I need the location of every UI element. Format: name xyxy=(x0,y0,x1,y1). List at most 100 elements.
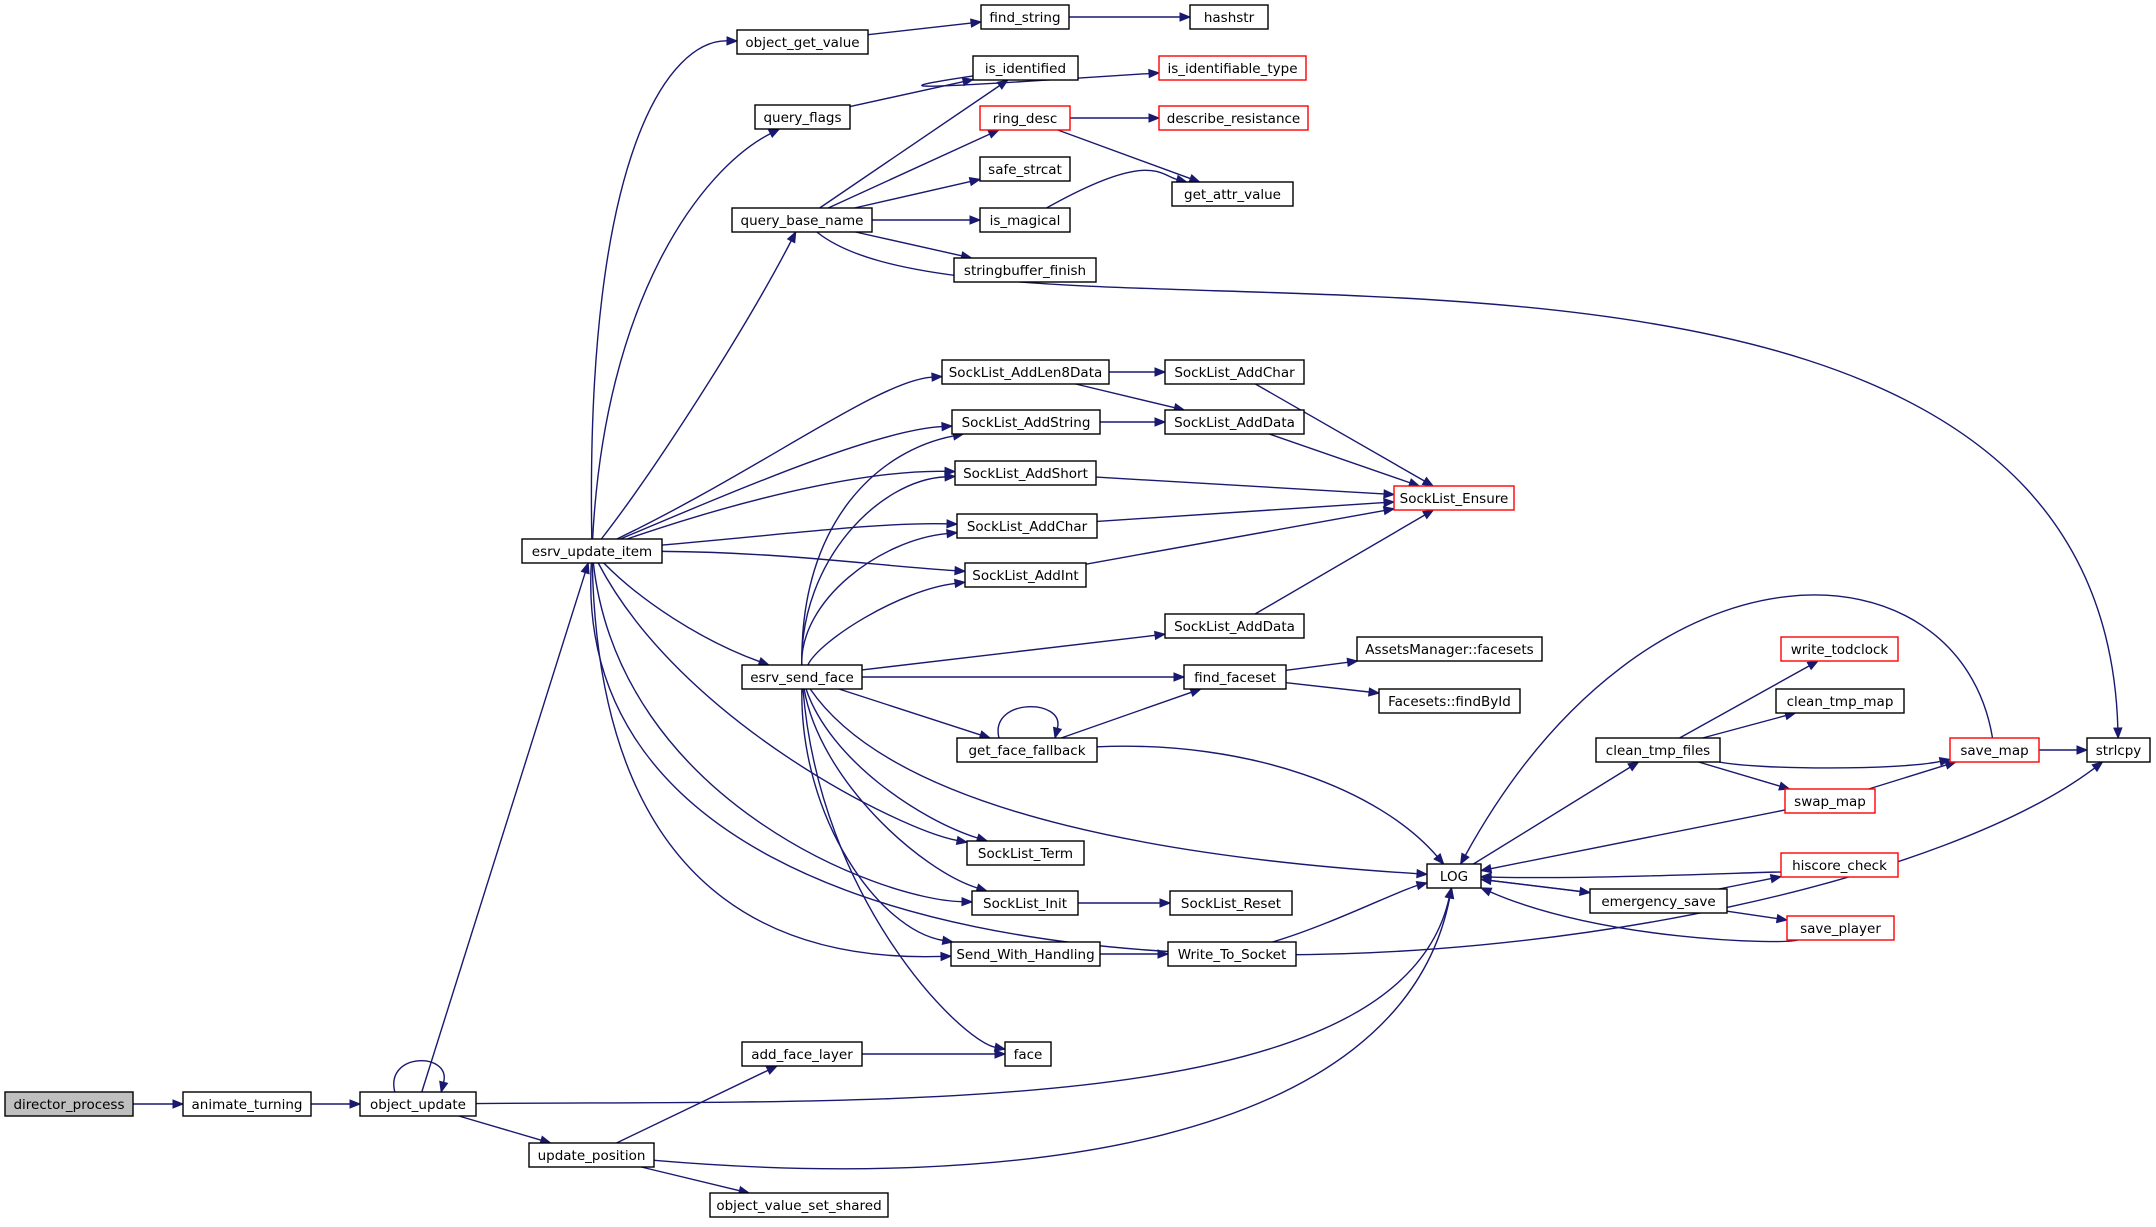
node-box xyxy=(1164,613,1305,639)
node-box xyxy=(1378,688,1521,714)
node-socklist-reset[interactable]: SockList_Reset xyxy=(1169,890,1293,916)
node-object-update[interactable]: object_update xyxy=(359,1091,477,1117)
node-esrv-update-item[interactable]: esrv_update_item xyxy=(521,538,663,564)
node-socklist-term[interactable]: SockList_Term xyxy=(966,840,1085,866)
edge-esrv_send_face-to-SockList_Init xyxy=(803,688,989,893)
node-get-attr-value[interactable]: get_attr_value xyxy=(1171,181,1294,207)
node-hashstr[interactable]: hashstr xyxy=(1189,4,1269,30)
node-label: strlcpy xyxy=(2096,743,2142,759)
node-box xyxy=(1164,409,1305,435)
node-socklist-init[interactable]: SockList_Init xyxy=(971,890,1079,916)
node-save-player[interactable]: save_player xyxy=(1786,915,1895,941)
node-find-faceset[interactable]: find_faceset xyxy=(1183,664,1287,690)
node-box xyxy=(182,1091,312,1117)
node-label: safe_strcat xyxy=(988,162,1062,178)
edge-object_update-to-LOG xyxy=(475,886,1454,1105)
edge-esrv_update_item-to-SockList_AddInt xyxy=(661,550,967,576)
node-ring-desc[interactable]: ring_desc xyxy=(979,105,1071,131)
node-safe-strcat[interactable]: safe_strcat xyxy=(979,156,1071,182)
node-add-face-layer[interactable]: add_face_layer xyxy=(741,1041,863,1067)
node-label: describe_resistance xyxy=(1167,111,1300,127)
edge-esrv_send_face-to-SockList_AddInt xyxy=(807,578,967,666)
node-esrv-send-face[interactable]: esrv_send_face xyxy=(741,664,863,690)
node-box xyxy=(1169,890,1293,916)
node-box xyxy=(1775,688,1905,714)
edge-get_face_fallback-to-LOG xyxy=(1096,745,1445,866)
node-write-todclock[interactable]: write_todclock xyxy=(1780,636,1899,662)
node-box xyxy=(741,1041,863,1067)
node-describe-resistance[interactable]: describe_resistance xyxy=(1158,105,1309,131)
node-is-identifiable-type[interactable]: is_identifiable_type xyxy=(1158,55,1307,81)
node-label: hiscore_check xyxy=(1792,858,1887,874)
node-update-position[interactable]: update_position xyxy=(528,1142,655,1168)
edge-object_update-to-update_position xyxy=(458,1115,552,1145)
edge-find_faceset-to-AssetsManager_facesets xyxy=(1285,657,1359,672)
node-director-process[interactable]: director_process xyxy=(4,1091,134,1117)
edge-SockList_AddInt-to-SockList_Ensure xyxy=(1085,505,1396,565)
edge-SockList_AddLen8Data-to-SockList_AddData_top xyxy=(1075,383,1186,413)
node-object-get-value[interactable]: object_get_value xyxy=(736,29,869,55)
node-object-value-set-shared[interactable]: object_value_set_shared xyxy=(709,1192,889,1218)
edge-esrv_update_item-to-Send_With_Handling xyxy=(591,562,953,962)
node-query-flags[interactable]: query_flags xyxy=(754,104,851,130)
node-facesets-findbyid[interactable]: Facesets::findById xyxy=(1378,688,1521,714)
node-box xyxy=(359,1091,477,1117)
node-box xyxy=(1786,915,1895,941)
edge-esrv_send_face-to-SockList_AddShort xyxy=(801,472,957,666)
node-label: clean_tmp_map xyxy=(1787,694,1894,710)
node-clean-tmp-map[interactable]: clean_tmp_map xyxy=(1775,688,1905,714)
node-clean-tmp-files[interactable]: clean_tmp_files xyxy=(1595,737,1721,763)
node-box xyxy=(1780,636,1899,662)
node-box xyxy=(953,257,1097,283)
node-find-string[interactable]: find_string xyxy=(980,4,1070,30)
node-label: write_todclock xyxy=(1791,642,1889,658)
node-socklist-addstring[interactable]: SockList_AddString xyxy=(951,409,1101,435)
node-label: stringbuffer_finish xyxy=(964,263,1086,279)
node-stringbuffer-finish[interactable]: stringbuffer_finish xyxy=(953,257,1097,283)
node-assetsmanager-facesets[interactable]: AssetsManager::facesets xyxy=(1356,636,1543,662)
edge-SockList_AddData_top-to-SockList_Ensure xyxy=(1268,433,1421,488)
node-socklist-adddata-top[interactable]: SockList_AddData xyxy=(1164,409,1305,435)
node-get-face-fallback[interactable]: get_face_fallback xyxy=(956,737,1098,763)
node-socklist-addchar-top[interactable]: SockList_AddChar xyxy=(1164,359,1305,385)
node-is-magical[interactable]: is_magical xyxy=(979,207,1071,233)
node-label: SockList_Ensure xyxy=(1400,491,1509,507)
node-socklist-addlen8data[interactable]: SockList_AddLen8Data xyxy=(941,359,1110,385)
edge-save_map-to-LOG xyxy=(1459,594,1994,866)
node-socklist-adddata[interactable]: SockList_AddData xyxy=(1164,613,1305,639)
edge-query_base_name-to-stringbuffer_finish xyxy=(855,231,973,261)
node-label: clean_tmp_files xyxy=(1606,743,1710,759)
node-socklist-addshort[interactable]: SockList_AddShort xyxy=(954,460,1097,486)
node-strlcpy[interactable]: strlcpy xyxy=(2086,737,2151,763)
node-socklist-addchar[interactable]: SockList_AddChar xyxy=(956,513,1098,539)
node-hiscore-check[interactable]: hiscore_check xyxy=(1780,852,1899,878)
node-box xyxy=(528,1142,655,1168)
edge-esrv_send_face-to-Send_With_Handling xyxy=(801,688,955,945)
edge-esrv_update_item-to-strlcpy xyxy=(590,562,2104,956)
node-send-with-handling[interactable]: Send_With_Handling xyxy=(950,941,1101,967)
node-query-base-name[interactable]: query_base_name xyxy=(731,207,873,233)
node-save-map[interactable]: save_map xyxy=(1949,737,2040,763)
edge-esrv_send_face-to-find_faceset xyxy=(862,672,1186,682)
node-socklist-addint[interactable]: SockList_AddInt xyxy=(964,562,1087,588)
node-box xyxy=(1949,737,2040,763)
node-write-to-socket[interactable]: Write_To_Socket xyxy=(1167,941,1297,967)
node-box xyxy=(1183,664,1287,690)
edge-SockList_Init-to-SockList_Reset xyxy=(1078,898,1172,908)
node-label: SockList_AddChar xyxy=(1174,365,1295,381)
node-animate-turning[interactable]: animate_turning xyxy=(182,1091,312,1117)
node-emergency-save[interactable]: emergency_save xyxy=(1589,888,1728,914)
edge-query_flags-to-is_identified xyxy=(849,77,975,108)
node-swap-map[interactable]: swap_map xyxy=(1784,788,1876,814)
node-box xyxy=(979,156,1071,182)
node-face[interactable]: face xyxy=(1004,1041,1052,1067)
edge-swap_map-to-LOG xyxy=(1479,809,1786,874)
node-label: esrv_update_item xyxy=(532,544,652,560)
edge-object_update-to-object_update xyxy=(393,1060,449,1094)
node-is-identified[interactable]: is_identified xyxy=(972,55,1079,81)
node-label: hashstr xyxy=(1204,10,1255,26)
node-socklist-ensure[interactable]: SockList_Ensure xyxy=(1393,485,1515,511)
node-log[interactable]: LOG xyxy=(1426,863,1482,889)
node-box xyxy=(1426,863,1482,889)
node-label: SockList_AddData xyxy=(1174,415,1295,431)
